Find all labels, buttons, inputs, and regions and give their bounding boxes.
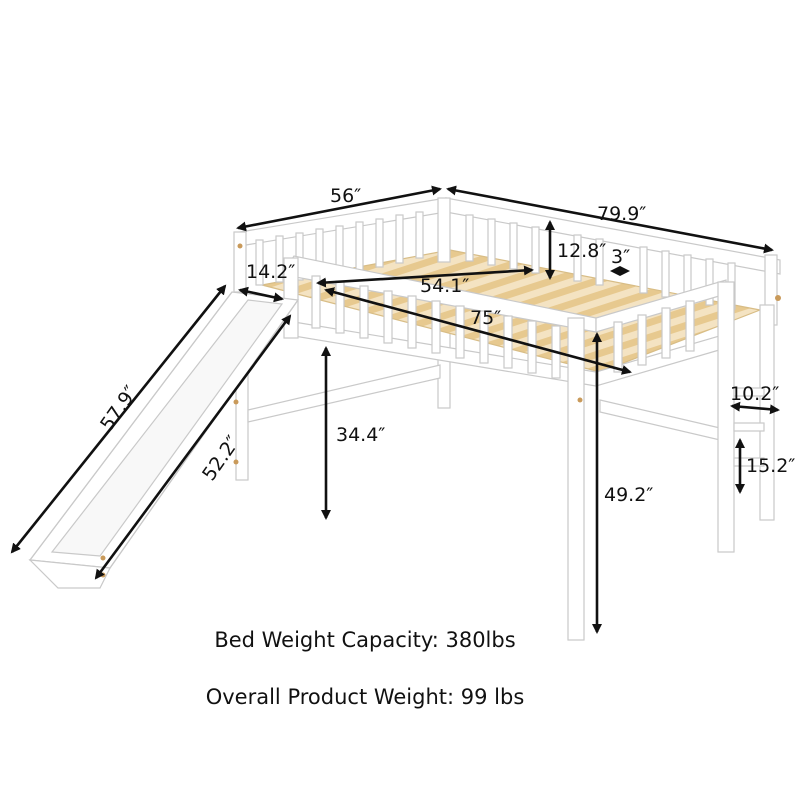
arrow-79-9 [446, 185, 774, 254]
arrow-52-2 [94, 314, 292, 580]
label-ladder-step-spacing: 15.2″ [746, 455, 795, 477]
label-slide-entry: 14.2″ [246, 261, 295, 283]
arrow-54-1 [316, 265, 534, 288]
weight-capacity-text: Bed Weight Capacity: 380lbs [214, 628, 516, 652]
label-guardrail-height: 12.8″ [557, 240, 606, 262]
loft-bed-illustration [28, 197, 781, 641]
slide [28, 291, 300, 589]
dimension-arrows [10, 185, 780, 634]
label-overall-height: 49.2″ [604, 484, 653, 506]
under-rail [599, 399, 721, 441]
label-bed-width: 56″ [330, 185, 361, 207]
bed-post [437, 197, 451, 263]
label-mattress-width: 54.1″ [420, 275, 469, 297]
arrow-56 [236, 185, 442, 232]
label-mattress-length: 75″ [470, 307, 501, 329]
arrow-14-2 [238, 286, 284, 303]
bed-post [233, 231, 247, 293]
arrow-75 [324, 287, 632, 375]
arrow-10-2 [730, 401, 780, 415]
label-ladder-width: 10.2″ [730, 383, 779, 405]
label-slat-gap: 3″ [611, 246, 630, 268]
product-weight-text: Overall Product Weight: 99 lbs [205, 685, 525, 709]
label-underbed-clearance: 34.4″ [336, 424, 385, 446]
label-bed-length: 79.9″ [597, 203, 646, 225]
bed-leg-front [567, 317, 585, 641]
bed-leg-front [717, 281, 735, 553]
under-rail [247, 364, 441, 423]
